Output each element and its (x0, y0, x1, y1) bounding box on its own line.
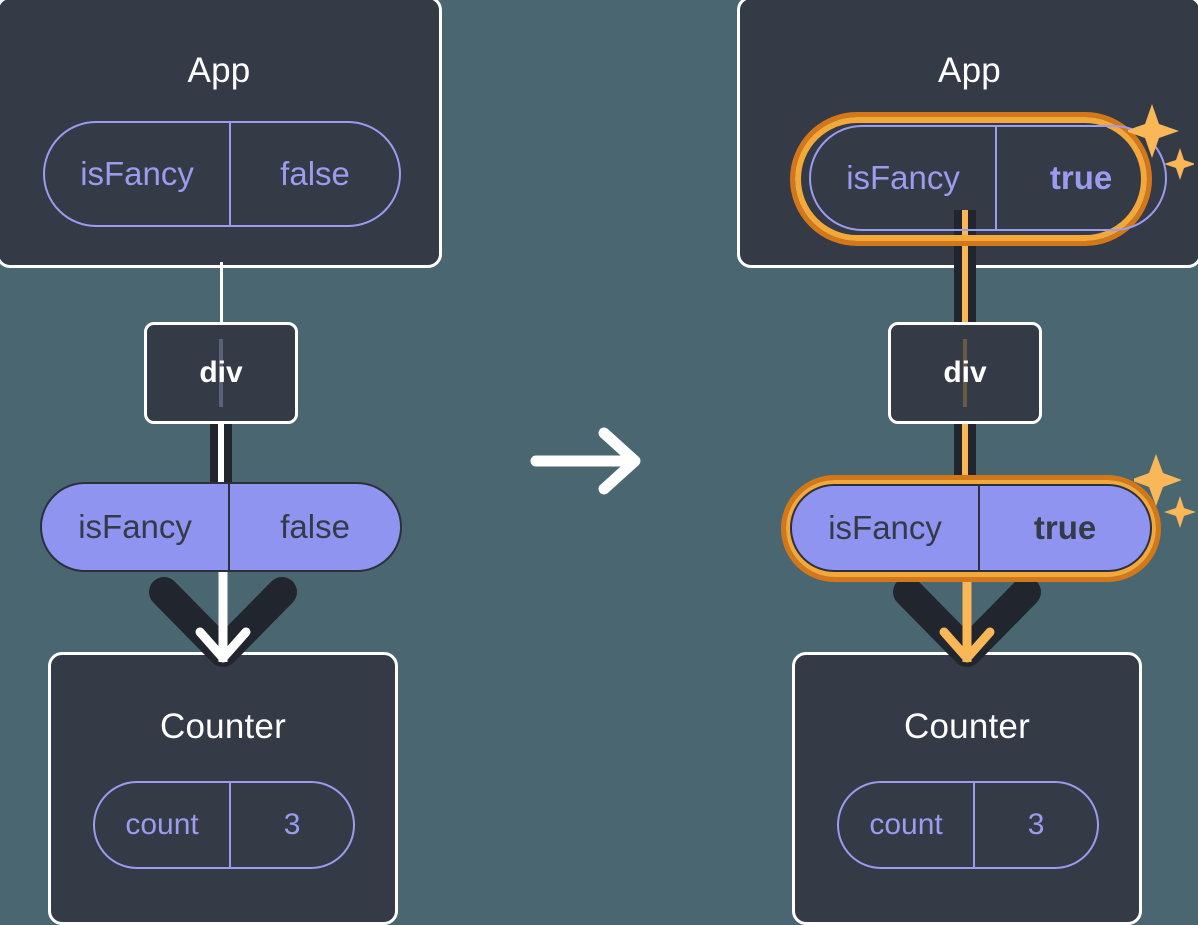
wire-through-div-after (963, 339, 967, 407)
counter-title-after: Counter (904, 707, 1030, 746)
counter-box-after: Counter count 3 (792, 652, 1142, 925)
app-title-after: App (938, 51, 1001, 90)
counter-state-pill-after: count 3 (837, 781, 1099, 869)
sparkle-icon-app-pill (1128, 100, 1194, 192)
wire-app-to-div-after (954, 210, 976, 330)
counter-box-before: Counter count 3 (48, 652, 398, 925)
counter-state-pill-key-after: count (869, 808, 943, 841)
prop-pill-after: isFancy true (790, 484, 1152, 572)
arrow-prop-to-counter-before (140, 566, 306, 676)
div-node-label-before: div (199, 356, 243, 389)
app-state-pill-after: isFancy true (809, 125, 1167, 231)
prop-pill-value-after: true (978, 486, 1150, 570)
prop-pill-key-before: isFancy (78, 508, 192, 545)
app-state-pill-value-after: true (995, 127, 1165, 229)
app-state-pill-key-after: isFancy (846, 159, 960, 196)
app-state-pill-before: isFancy false (43, 121, 401, 227)
wire-app-to-div-before (220, 262, 223, 326)
counter-state-pill-before: count 3 (93, 781, 355, 869)
arrow-right-icon (530, 425, 648, 497)
sparkle-icon-prop-pill (1134, 450, 1196, 538)
prop-pill-value-before: false (228, 484, 400, 570)
div-node-label-after: div (943, 356, 987, 389)
prop-pill-before: isFancy false (40, 482, 402, 572)
counter-title-before: Counter (160, 707, 286, 746)
app-state-pill-key-before: isFancy (80, 155, 194, 192)
prop-pill-key-after: isFancy (828, 509, 942, 546)
wire-through-div-before (219, 339, 223, 407)
arrow-prop-to-counter-after (884, 566, 1050, 676)
counter-state-pill-value-after: 3 (973, 783, 1097, 867)
div-node-before: div (144, 322, 298, 424)
app-box-before: App isFancy false (0, 0, 442, 268)
div-node-after: div (888, 322, 1042, 424)
app-title-before: App (187, 51, 251, 90)
counter-state-pill-key-before: count (125, 808, 199, 841)
counter-state-pill-value-before: 3 (229, 783, 353, 867)
wire-div-to-prop-after (954, 420, 976, 488)
app-box-after: App isFancy true (737, 0, 1198, 268)
app-state-pill-value-before: false (229, 123, 399, 225)
wire-div-to-prop-before (210, 420, 232, 488)
